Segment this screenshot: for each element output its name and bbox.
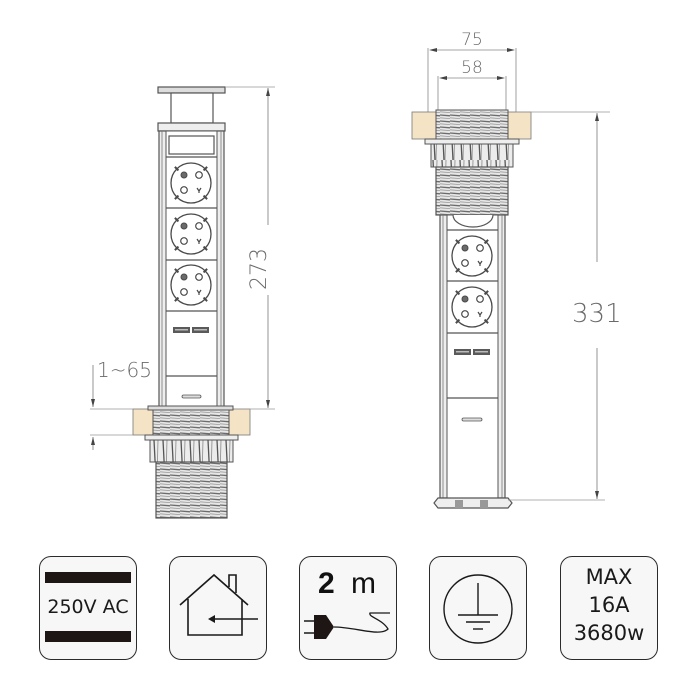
house-arrow-icon — [179, 573, 258, 636]
usb-port-icon — [173, 327, 190, 333]
voltage-bar-top — [45, 572, 131, 583]
right-unit-drawing: 75 58 — [411, 30, 622, 509]
cable-length-badge: 2 m — [299, 556, 397, 660]
usb-port-icon — [454, 349, 471, 355]
left-unit-drawing: 273 1~65 — [90, 86, 275, 519]
dimension-height-right: 331 — [572, 299, 622, 329]
indoor-use-badge — [169, 556, 267, 660]
plug-cable-icon — [304, 612, 390, 639]
socket-icon — [451, 235, 493, 277]
voltage-badge: 250V AC — [39, 556, 137, 660]
dimension-outer-diameter: 75 — [461, 30, 483, 50]
socket-icon — [170, 213, 212, 255]
max-load-badge: MAX 16A 3680w — [560, 556, 658, 660]
cable-length-number: 2 — [318, 567, 335, 600]
dimension-height-left: 273 — [247, 248, 272, 290]
max-label: MAX — [585, 565, 633, 589]
socket-icon — [170, 162, 212, 204]
technical-drawing: 273 1~65 75 58 — [90, 30, 622, 519]
dimension-mount-thickness: 1~65 — [97, 358, 152, 382]
usb-port-icon — [192, 327, 209, 333]
socket-icon — [451, 286, 493, 328]
voltage-text: 250V AC — [47, 596, 129, 618]
dimension-inner-diameter: 58 — [461, 58, 483, 78]
voltage-bar-bottom — [45, 631, 131, 642]
max-power: 3680w — [573, 621, 645, 645]
cable-length-unit: m — [351, 567, 377, 600]
usb-port-icon — [473, 349, 490, 355]
socket-icon — [170, 264, 212, 306]
max-current: 16A — [588, 593, 630, 617]
cable-length-value: 2 m — [318, 567, 376, 601]
earth-ground-icon — [443, 574, 513, 644]
grounding-badge — [429, 556, 527, 660]
